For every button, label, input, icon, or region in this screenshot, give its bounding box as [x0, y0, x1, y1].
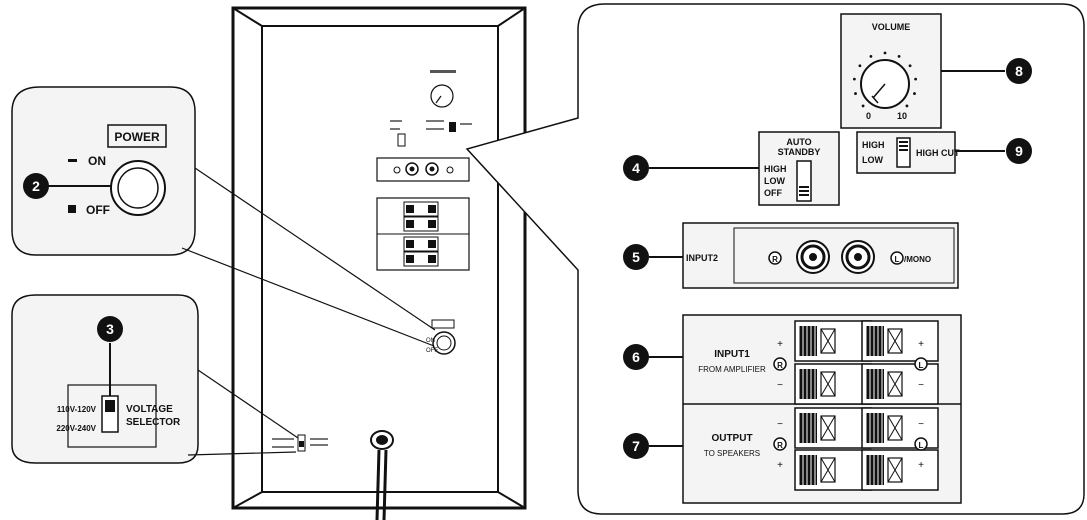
callout-3: 3 — [97, 316, 123, 342]
volume-tick — [861, 104, 865, 108]
callout-5: 5 — [623, 244, 649, 270]
volume-tick — [854, 92, 857, 95]
speaker-cabinet — [231, 6, 527, 510]
high-cut-option-high: HIGH — [862, 140, 885, 150]
input2-left-label: L — [895, 255, 900, 264]
svg-text:4: 4 — [632, 160, 640, 176]
input1-left-minus: − — [918, 380, 924, 391]
binding-post — [861, 449, 939, 491]
power-zoom-panel: POWER ON OFF — [11, 86, 436, 347]
callout-9: 9 — [1006, 138, 1032, 164]
input2-left-jack — [841, 240, 875, 274]
svg-text:5: 5 — [632, 249, 640, 265]
callout-6: 6 — [623, 344, 649, 370]
volume-tick — [897, 54, 901, 58]
output-right-plus: + — [777, 460, 783, 471]
output-left-label: L — [919, 441, 924, 450]
volume-tick — [852, 77, 856, 81]
high-cut-control: HIGH LOW HIGH CUT — [856, 131, 1005, 174]
input2-right-jack — [796, 240, 830, 274]
voltage-range-high: 110V-120V — [57, 405, 97, 414]
input1-right-label: R — [777, 361, 783, 370]
svg-text:2: 2 — [32, 178, 40, 194]
binding-post — [794, 407, 872, 449]
callout-8: 8 — [1006, 58, 1032, 84]
auto-standby-option-low: LOW — [764, 176, 785, 186]
volume-title: VOLUME — [872, 22, 911, 32]
volume-control: VOLUME 0 10 — [840, 13, 1005, 129]
output-left-plus: + — [918, 460, 924, 471]
output-left-minus: − — [918, 419, 924, 430]
output-line1: OUTPUT — [711, 433, 752, 444]
svg-text:8: 8 — [1015, 63, 1023, 79]
mini-power-off-label: OFF — [426, 348, 438, 354]
binding-post — [861, 363, 939, 405]
volume-min-label: 0 — [866, 111, 871, 121]
binding-post — [794, 363, 872, 405]
input1-line2: FROM AMPLIFIER — [698, 365, 766, 374]
high-cut-title: HIGH CUT — [916, 148, 960, 158]
output-right-minus: − — [777, 419, 783, 430]
voltage-zoom-panel: 110V-120V 220V-240V VOLTAGE SELECTOR — [11, 294, 299, 464]
binding-post — [861, 407, 939, 449]
binding-post — [794, 320, 872, 362]
volume-tick — [914, 77, 918, 81]
binding-post — [794, 449, 872, 491]
output-line2: TO SPEAKERS — [704, 449, 760, 458]
high-cut-option-low: LOW — [862, 155, 883, 165]
auto-standby-option-off: OFF — [764, 188, 782, 198]
binding-post — [861, 320, 939, 362]
volume-tick — [908, 64, 912, 68]
volume-max-label: 10 — [897, 111, 907, 121]
power-on-label: ON — [88, 154, 106, 168]
terminal-panel: INPUT1 FROM AMPLIFIER + R − + L − OUTPUT… — [649, 314, 962, 504]
auto-standby-title-line2: STANDBY — [778, 147, 821, 157]
voltage-range-low: 220V-240V — [56, 424, 96, 433]
input1-left-plus: + — [918, 339, 924, 350]
input2-right-label: R — [772, 255, 778, 264]
input2-label: INPUT2 — [686, 253, 718, 263]
volume-tick — [883, 51, 887, 55]
mini-power-on-label: ON — [426, 338, 435, 344]
output-right-label: R — [777, 441, 783, 450]
volume-tick — [869, 54, 873, 58]
auto-standby-option-high: HIGH — [764, 164, 787, 174]
auto-standby-control: AUTO STANDBY HIGH LOW OFF — [649, 131, 840, 206]
svg-text:9: 9 — [1015, 143, 1023, 159]
terminal-posts — [794, 320, 939, 491]
input1-right-minus: − — [777, 380, 783, 391]
volume-tick — [858, 64, 862, 68]
svg-text:7: 7 — [632, 438, 640, 454]
callout-4: 4 — [623, 155, 649, 181]
voltage-title-line1: VOLTAGE — [126, 404, 173, 415]
power-title: POWER — [114, 130, 160, 144]
voltage-title-line2: SELECTOR — [126, 417, 181, 428]
input2-panel: INPUT2 R L /MONO — [649, 222, 959, 289]
power-off-label: OFF — [86, 203, 110, 217]
volume-tick — [913, 92, 916, 95]
volume-scale-ticks — [852, 51, 918, 108]
input1-line1: INPUT1 — [714, 349, 750, 360]
callout-2: 2 — [23, 173, 49, 199]
svg-text:3: 3 — [106, 321, 114, 337]
input1-right-plus: + — [777, 339, 783, 350]
auto-standby-title-line1: AUTO — [786, 137, 811, 147]
input2-mono-label: /MONO — [904, 255, 931, 264]
svg-text:6: 6 — [632, 349, 640, 365]
input1-left-label: L — [919, 361, 924, 370]
callout-7: 7 — [623, 433, 649, 459]
cabinet-mini-controls: ON OFF — [272, 70, 472, 520]
volume-tick — [905, 104, 909, 108]
